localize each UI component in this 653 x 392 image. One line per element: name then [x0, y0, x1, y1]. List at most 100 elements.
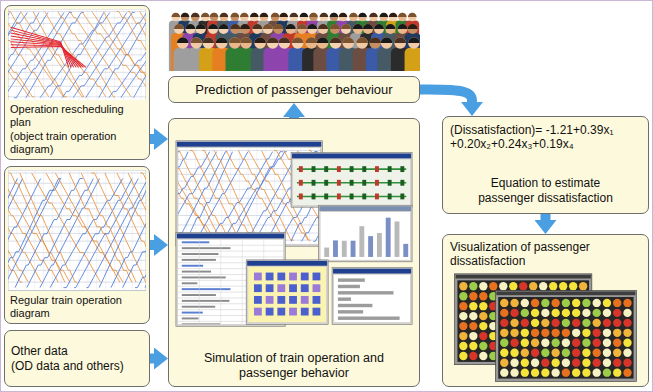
dissatisfaction-screenshot-part: [593, 358, 601, 366]
crowd-illustration-part: [405, 48, 420, 71]
dissatisfaction-screenshot-part: [623, 328, 631, 336]
simulation-screenshot-part: [319, 206, 411, 211]
dissatisfaction-screenshot-part: [582, 328, 590, 336]
dissatisfaction-screenshot-part: [551, 338, 559, 346]
crowd-illustration-part: [408, 37, 420, 43]
simulation-screenshot-part: [388, 166, 392, 172]
box-label: (OD data and others): [5, 358, 149, 373]
regular-diagram-illustration-part: [20, 173, 77, 282]
prediction-box: Prediction of passenger behaviour: [168, 76, 420, 103]
regular-diagram-illustration-part: [123, 170, 124, 291]
crowd-illustration-part: [267, 37, 279, 43]
crowd-illustration-part: [201, 13, 210, 17]
crowd-illustration-part: [309, 13, 318, 22]
crowd-illustration-part: [267, 37, 279, 49]
rescheduled-diagram-illustration-part: [8, 12, 48, 97]
crowd-illustration-part: [309, 13, 318, 17]
dissatisfaction-screenshot-part: [613, 358, 621, 366]
dissatisfaction-screenshot-part: [456, 275, 591, 279]
simulation-screenshot-part: [182, 259, 216, 261]
regular-diagram-illustration-part: [8, 241, 146, 242]
dissatisfaction-screenshot-part: [562, 328, 570, 336]
dissatisfaction-screenshot-part: [459, 322, 467, 330]
crowd-illustration-part: [279, 13, 288, 22]
simulation-screenshot-part: [332, 268, 412, 325]
crowd-illustration-part: [240, 24, 250, 34]
simulation-screenshot-part: [362, 166, 366, 172]
simulation-screenshot-part: [202, 151, 253, 241]
simulation-screenshot-part: [313, 273, 321, 281]
simulation-screenshot-part: [299, 166, 303, 172]
box-label: (object train operation diagram): [5, 130, 149, 159]
dissatisfaction-screenshot-part: [582, 318, 590, 326]
crowd-illustration-part: [356, 37, 368, 49]
crowd-illustration-part: [330, 24, 340, 34]
dissatisfaction-screenshot-part: [593, 328, 601, 336]
dissatisfaction-screenshot-part: [521, 328, 529, 336]
dissatisfaction-screenshot-part: [551, 308, 559, 316]
simulation-screenshot-part: [333, 240, 338, 257]
regular-diagram-illustration-part: [8, 178, 61, 287]
simulation-screenshot-part: [182, 253, 219, 255]
simulation-screenshot-part: [266, 273, 274, 281]
crowd-illustration-part: [181, 13, 190, 22]
simulation-screenshot-part: [177, 234, 284, 239]
crowd-illustration-part: [385, 24, 395, 34]
dissatisfaction-screenshot-part: [579, 282, 587, 290]
dissatisfaction-screenshot-part: [500, 368, 508, 376]
dissatisfaction-screenshot-part: [572, 299, 580, 307]
rescheduled-diagram-illustration-part: [82, 11, 146, 96]
simulation-screenshot-part: [338, 285, 360, 288]
simulation-screenshot-part: [400, 194, 404, 200]
dissatisfaction-screenshot-part: [623, 338, 631, 346]
regular-diagram-illustration-part: [78, 170, 79, 291]
simulation-screenshot-part: [248, 267, 326, 323]
crowd-illustration-part: [330, 37, 342, 43]
dissatisfaction-screenshot-part: [459, 332, 467, 340]
dissatisfaction-screenshot-part: [582, 308, 590, 316]
simulation-screenshot-part: [238, 151, 293, 241]
crowd-illustration-part: [191, 13, 200, 17]
simulation-screenshot-part: [293, 159, 410, 205]
dissatisfaction-screenshot-part: [531, 358, 539, 366]
crowd-illustration-part: [363, 24, 373, 34]
dissatisfaction-screenshot-part: [551, 358, 559, 366]
simulation-screenshot: [172, 122, 416, 347]
crowd-illustration-part: [297, 24, 307, 34]
crowd-illustration-part: [356, 37, 368, 43]
rescheduled-diagram-illustration-part: [40, 12, 110, 97]
simulation-screenshot-part: [182, 294, 216, 296]
regular-diagram-illustration-part: [16, 170, 17, 291]
simulation-screenshot-part: [246, 260, 328, 324]
rescheduled-diagram-illustration-part: [121, 12, 146, 97]
dissatisfaction-screenshot-part: [603, 318, 611, 326]
crowd-illustration-part: [171, 13, 180, 22]
dissatisfaction-screenshot-part: [603, 299, 611, 307]
simulation-screenshot-part: [186, 148, 187, 245]
simulation-screenshot-part: [324, 166, 328, 172]
dissatisfaction-screenshot-part: [539, 282, 547, 290]
rescheduled-diagram-illustration-part: [26, 12, 84, 97]
crowd-illustration-part: [292, 37, 304, 49]
regular-diagram-illustration-part: [8, 252, 146, 253]
crowd-illustration-part: [177, 37, 189, 49]
crowd-illustration-part: [219, 24, 229, 34]
regular-diagram-illustration-part: [40, 178, 99, 287]
simulation-screenshot-part: [190, 151, 239, 241]
rescheduled-diagram-illustration-part: [14, 12, 72, 97]
regular-diagram-illustration-part: [8, 233, 146, 234]
dissatisfaction-screenshot-part: [479, 282, 487, 290]
dissatisfaction-screenshot-part: [510, 328, 518, 336]
crowd-illustration-part: [250, 13, 259, 22]
crowd-illustration-part: [174, 24, 184, 34]
simulation-screenshot-part: [334, 275, 410, 323]
rescheduled-diagram-illustration-part: [9, 11, 68, 96]
dissatisfaction-screenshot-part: [562, 368, 570, 376]
simulation-screenshot-part: [244, 152, 299, 242]
simulation-screenshot-part: [177, 142, 321, 147]
simulation-screenshot-part: [333, 269, 411, 274]
crowd-illustration-part: [290, 13, 299, 22]
simulation-screenshot-part: [182, 265, 203, 267]
rescheduled-diagram-illustration: [8, 9, 146, 100]
crowd-illustration-part: [330, 13, 339, 22]
